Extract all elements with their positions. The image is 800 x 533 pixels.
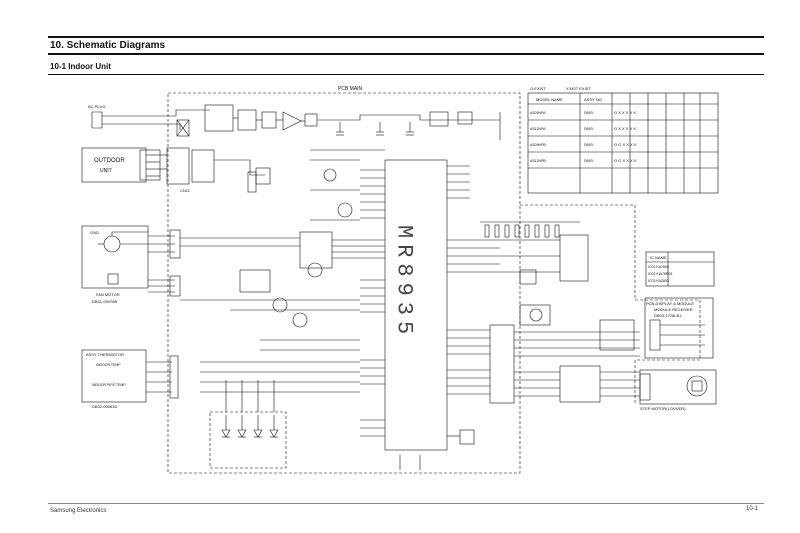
display-module-sub: MODULE RECEIVER	[654, 307, 693, 312]
table-row-code: DB93-	[584, 143, 595, 147]
section-title: 10. Schematic Diagrams	[50, 40, 166, 51]
fan-motor-box	[81, 225, 149, 289]
ic-table-title: IC NAME	[650, 255, 667, 260]
table-row-marks: O O X X X X	[614, 158, 637, 163]
plug-label: AC PLUG	[88, 104, 106, 109]
header-rule-top	[48, 36, 764, 38]
gnd-label: GND	[90, 230, 99, 235]
footer-brand: Samsung Electronics	[50, 508, 107, 514]
model-table	[527, 92, 719, 194]
ic-table-row: IC02 KIA78R05	[648, 272, 672, 276]
footer-rule	[48, 503, 764, 504]
display-module-box	[644, 297, 714, 359]
ic-table	[645, 251, 715, 287]
table-row-model: AS12HPA	[530, 127, 546, 131]
thermistor-box	[81, 349, 147, 403]
mcu-label: MR8935	[392, 225, 417, 340]
mcu-left-pins	[360, 169, 385, 437]
footer-page-number: 10-1	[746, 506, 759, 512]
pcb-main-label: PCB MAIN	[338, 86, 363, 92]
connector-label: CN11	[180, 188, 191, 193]
table-col-model: MODEL NAME	[536, 97, 563, 102]
step-motor-box	[639, 369, 717, 405]
table-row-model: AS09HPB	[530, 143, 546, 147]
subsection-title: 10-1 Indoor Unit	[50, 62, 111, 71]
pcb-right-boundary	[520, 204, 701, 405]
table-col-code: ASSY NO	[584, 97, 602, 102]
display-module-code: DB93-1728LB1	[654, 313, 682, 318]
fan-motor-code: DB31-00078B	[92, 299, 117, 304]
legend-exist: O:EXIST	[530, 86, 546, 91]
thermistor-label: ASSY THERMISTOR	[86, 352, 124, 357]
fan-motor-label: FAN MOTOR	[96, 292, 120, 297]
ic-table-row: IC01 KA7805	[648, 265, 669, 269]
table-row-code: DB93-	[584, 111, 595, 115]
header-rule-bottom	[48, 53, 764, 55]
display-driver-ic	[489, 324, 515, 404]
step-motor-label: STEP MOTOR(LOUVER)	[640, 406, 686, 411]
outdoor-sub-label: UNIT	[100, 168, 112, 174]
led-array	[209, 411, 287, 469]
table-row-marks: O X X X X X	[614, 110, 636, 115]
ic-table-row: IC03 KA2803	[648, 279, 669, 283]
legend-not-exist: X:NOT EXIST	[566, 86, 591, 91]
table-row-code: DB93-	[584, 159, 595, 163]
thermistor-room: INDOOR TEMP	[96, 363, 121, 367]
thermistor-pipe: INDOOR PIPE TEMP	[92, 383, 126, 387]
table-row-model: AS12HPB	[530, 159, 546, 163]
table-row-marks: O X X X X X	[614, 126, 636, 131]
table-row-model: AS09HPA	[530, 111, 546, 115]
display-module-label: PCB-DISPLAY & MODULE	[646, 301, 694, 306]
outdoor-label: OUTDOOR	[94, 158, 125, 164]
outdoor-unit-box	[81, 147, 147, 183]
table-row-marks: O O X X X X	[614, 142, 637, 147]
mcu-right-pins	[447, 165, 500, 395]
thermistor-code: DB32-00063D	[92, 404, 117, 409]
subsection-rule	[48, 74, 764, 75]
mcu-chip	[384, 159, 448, 451]
table-row-code: DB93-	[584, 127, 595, 131]
resistor-array	[480, 221, 580, 273]
